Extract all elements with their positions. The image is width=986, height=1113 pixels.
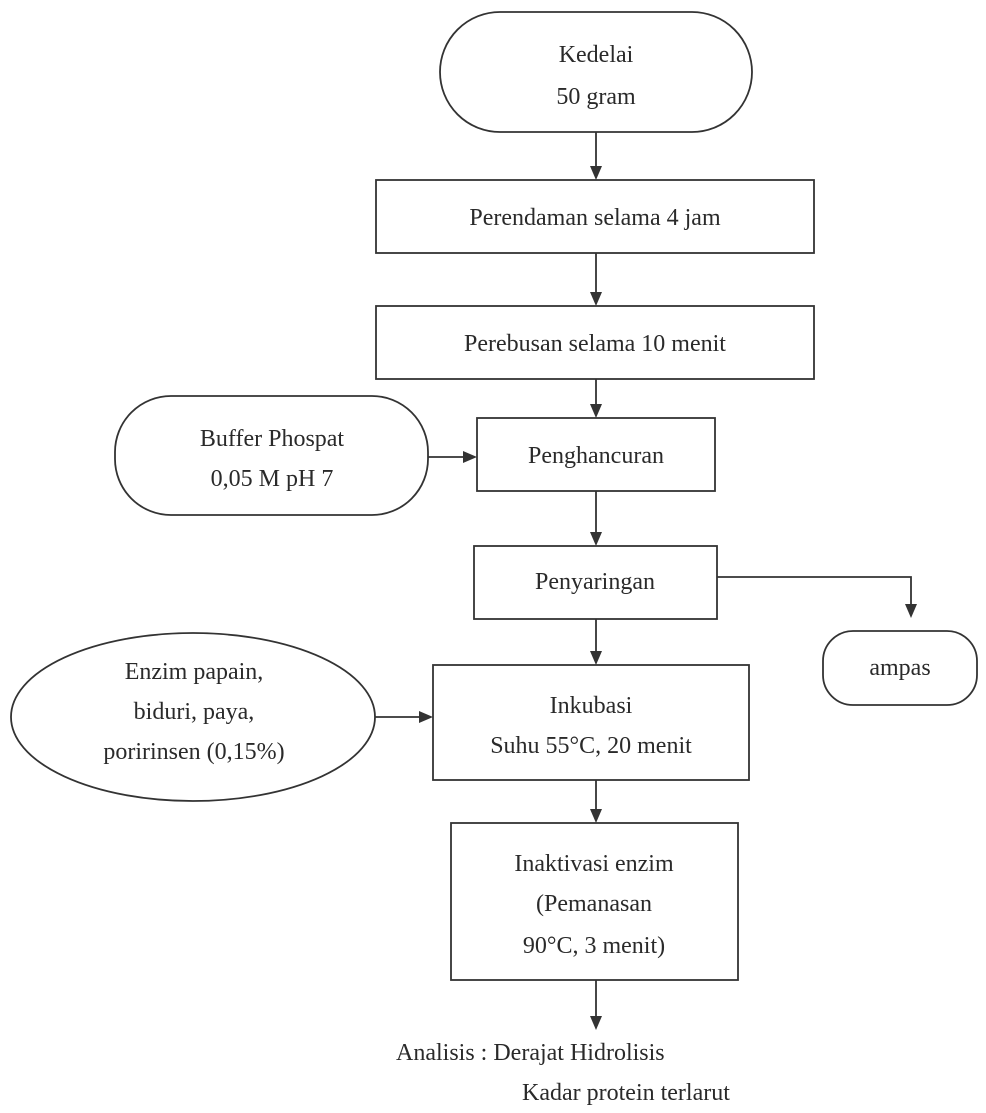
edge-perendaman-perebusan — [590, 253, 602, 306]
node-perendaman: Perendaman selama 4 jam — [375, 179, 815, 254]
arrowhead-icon — [905, 604, 917, 618]
node-perendaman-line-1: Perendaman selama 4 jam — [469, 205, 721, 231]
node-inaktivasi-line-1: Inaktivasi enzim — [514, 851, 674, 877]
node-enzim-line-1: Enzim papain, — [125, 659, 264, 685]
edge-inkubasi-inaktivasi — [590, 780, 602, 823]
node-inaktivasi: Inaktivasi enzim (Pemanasan 90°C, 3 meni… — [450, 822, 739, 981]
edge-penyaringan-ampas — [717, 576, 917, 618]
edge-buffer-penghancuran — [428, 451, 477, 463]
node-inaktivasi-line-3: 90°C, 3 menit) — [523, 933, 665, 959]
edge-penghancuran-penyaringan — [590, 491, 602, 546]
node-kedelai-line-1: Kedelai — [559, 42, 634, 68]
node-inkubasi-line-2: Suhu 55°C, 20 menit — [490, 733, 692, 759]
node-buffer-line-2: 0,05 M pH 7 — [211, 466, 334, 492]
arrowhead-icon — [590, 532, 602, 546]
edge-inaktivasi-analisis — [590, 980, 602, 1030]
arrowhead-icon — [590, 809, 602, 823]
node-ampas: ampas — [822, 630, 978, 706]
arrowhead-icon — [590, 292, 602, 306]
node-perebusan-line-1: Perebusan selama 10 menit — [464, 331, 726, 357]
arrowhead-icon — [590, 1016, 602, 1030]
arrowhead-icon — [590, 166, 602, 180]
node-analisis: Analisis : Derajat Hidrolisis Kadar prot… — [396, 1040, 730, 1106]
node-kedelai: Kedelai 50 gram — [439, 11, 753, 133]
node-analisis-line-1: Analisis : Derajat Hidrolisis — [396, 1040, 665, 1066]
node-penghancuran-line-1: Penghancuran — [528, 443, 664, 469]
node-inkubasi-line-1: Inkubasi — [550, 693, 633, 719]
node-penghancuran: Penghancuran — [476, 417, 716, 492]
edge-perebusan-penghancuran — [590, 379, 602, 418]
node-inkubasi: Inkubasi Suhu 55°C, 20 menit — [432, 664, 750, 781]
node-analisis-line-2: Kadar protein terlarut — [522, 1080, 730, 1106]
node-enzim: Enzim papain, biduri, paya, poririnsen (… — [10, 632, 376, 802]
arrowhead-icon — [590, 404, 602, 418]
node-buffer-line-1: Buffer Phospat — [200, 426, 345, 452]
edge-kedelai-perendaman — [590, 132, 602, 180]
arrowhead-icon — [419, 711, 433, 723]
node-perebusan: Perebusan selama 10 menit — [375, 305, 815, 380]
arrowhead-icon — [590, 651, 602, 665]
arrowhead-icon — [463, 451, 477, 463]
node-enzim-line-3: poririnsen (0,15%) — [103, 739, 284, 765]
node-enzim-line-2: biduri, paya, — [134, 699, 255, 725]
node-penyaringan-line-1: Penyaringan — [535, 569, 655, 595]
node-inaktivasi-line-2: (Pemanasan — [536, 891, 652, 917]
edge-enzim-inkubasi — [375, 711, 433, 723]
node-buffer: Buffer Phospat 0,05 M pH 7 — [114, 395, 429, 516]
node-ampas-line-1: ampas — [869, 655, 930, 681]
node-penyaringan: Penyaringan — [473, 545, 718, 620]
node-kedelai-line-2: 50 gram — [556, 84, 636, 110]
edge-penyaringan-inkubasi — [590, 619, 602, 665]
